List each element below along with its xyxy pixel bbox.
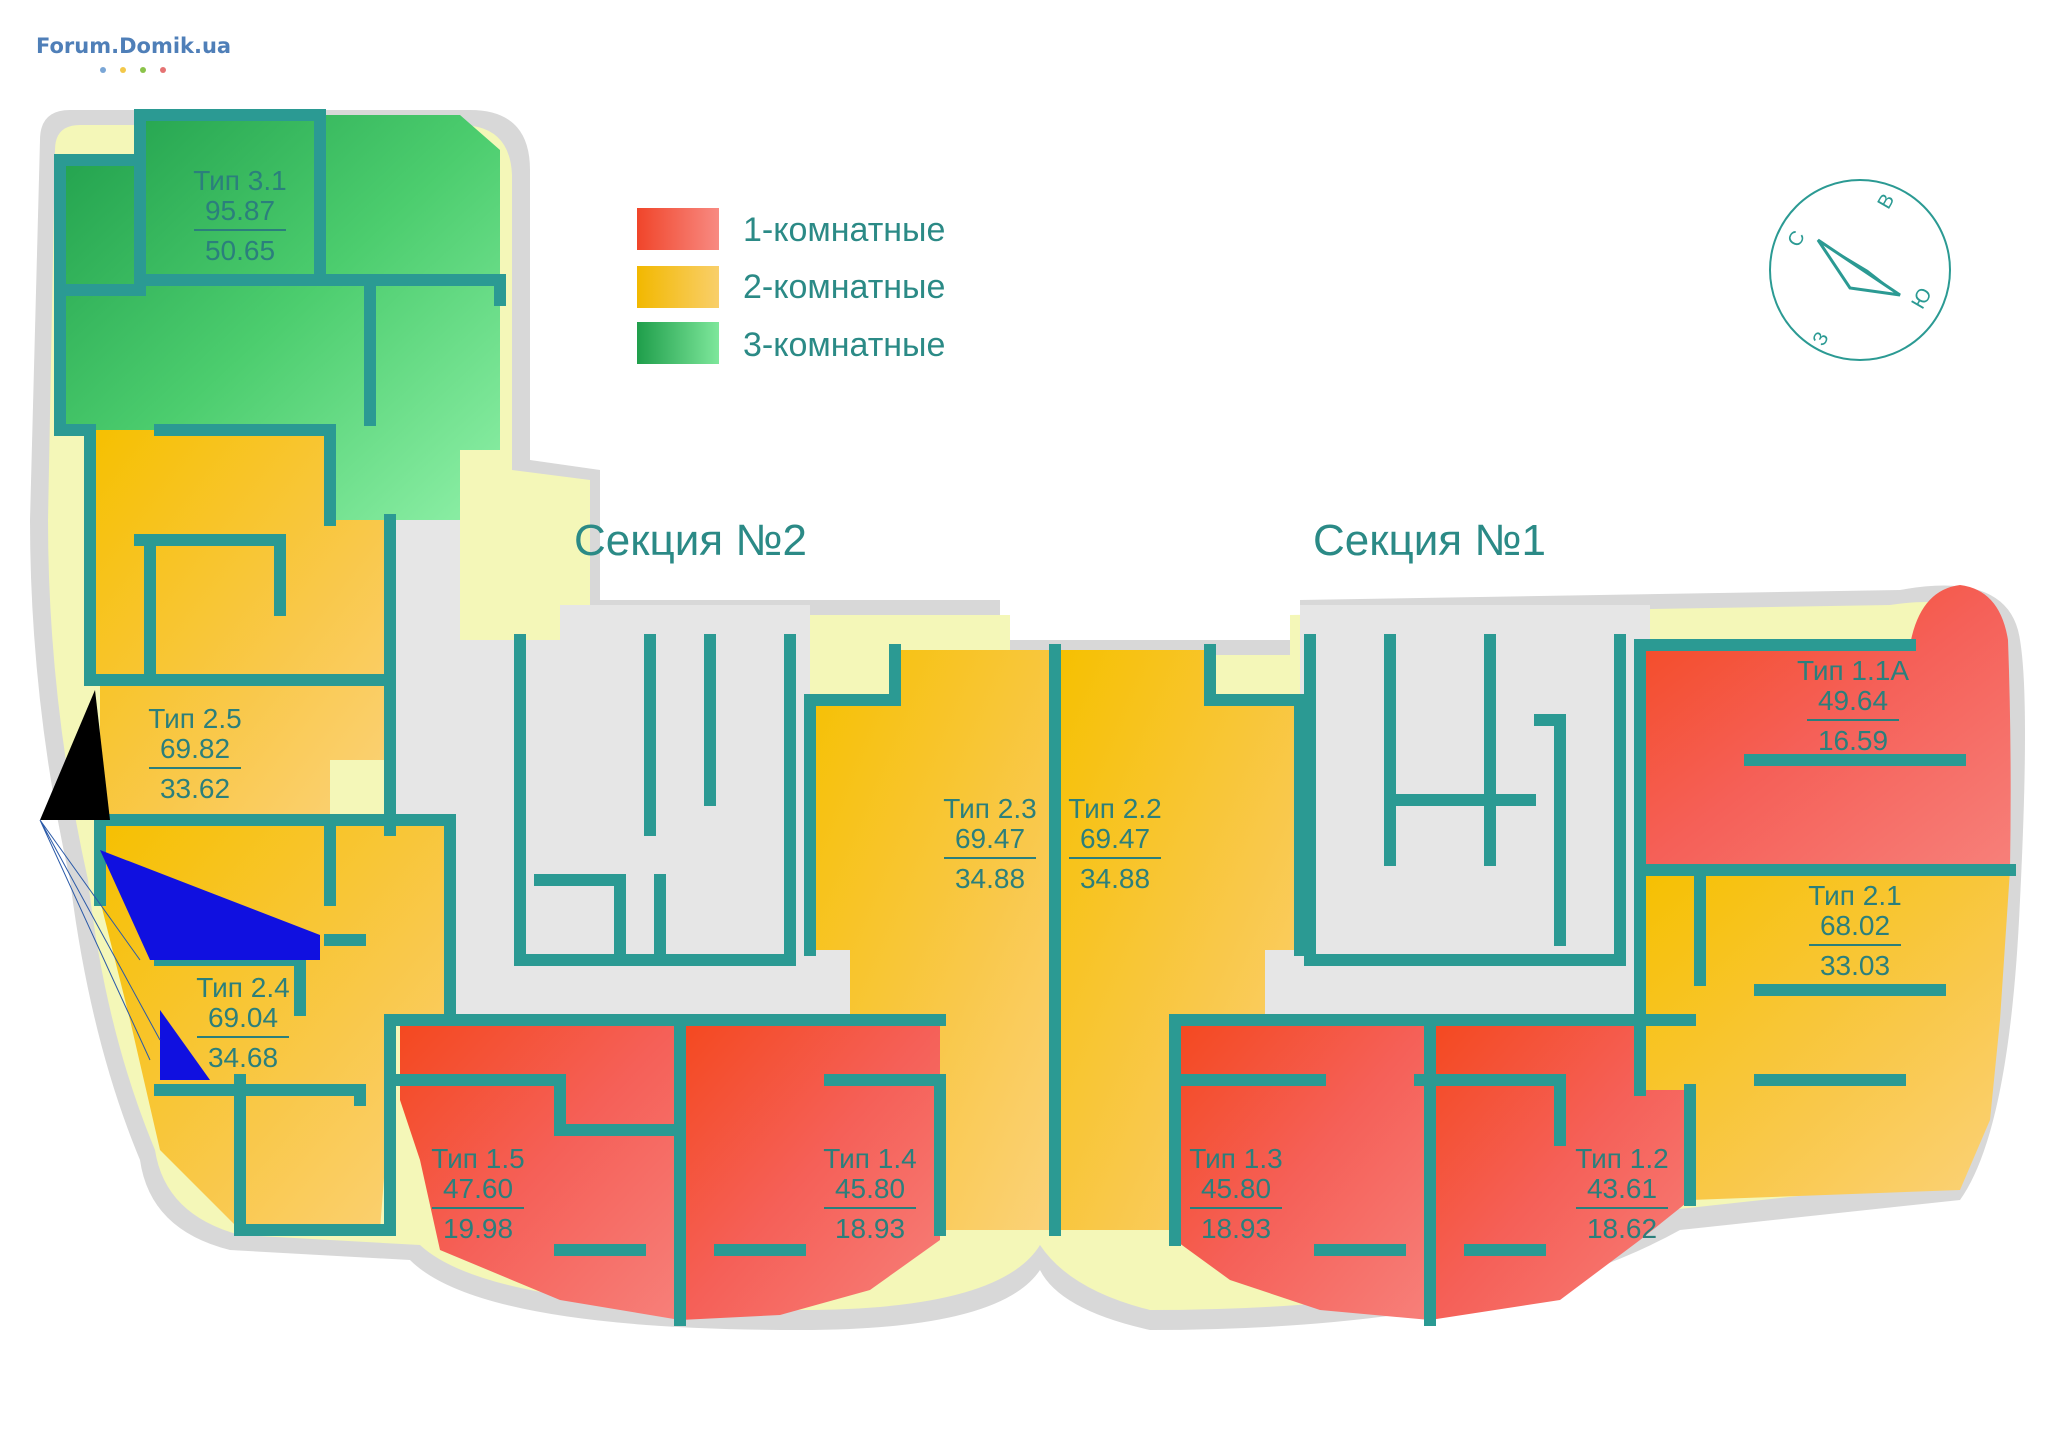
- apartment-living-area: 34.68: [208, 1042, 278, 1073]
- apartment-label-t12: Тип 1.243.61 18.62: [1575, 1143, 1668, 1244]
- section-2-title: Секция №2: [574, 516, 807, 565]
- apartment-area-2-2[interactable]: [1055, 650, 1300, 1230]
- legend: 1-комнатные 2-комнатные 3-комнатные: [637, 208, 945, 364]
- apartment-area-2-5[interactable]: [90, 430, 390, 820]
- apartment-living-area: 19.98: [443, 1213, 513, 1244]
- apartment-area-2-1[interactable]: [1640, 870, 2010, 1200]
- apartment-label-t22: Тип 2.269.47 34.88: [1068, 793, 1161, 894]
- apartment-living-area: 34.88: [1080, 863, 1150, 894]
- walls-layer: [54, 109, 2016, 1326]
- apartment-living-area: 34.88: [955, 863, 1025, 894]
- apartment-living-area: 33.03: [1820, 950, 1890, 981]
- apartment-area-3-1[interactable]: [60, 115, 500, 520]
- apartment-label-t25: Тип 2.569.82 33.62: [148, 703, 241, 804]
- legend-label-3-room: 3-комнатные: [743, 326, 945, 364]
- apartment-total-area: 43.61: [1587, 1173, 1657, 1204]
- apartment-type: Тип 2.3: [943, 793, 1036, 824]
- apartment-type: Тип 2.4: [196, 972, 289, 1003]
- apartment-total-area: 45.80: [835, 1173, 905, 1204]
- legend-swatch-3-room: [637, 322, 719, 364]
- apartment-label-t14: Тип 1.445.80 18.93: [823, 1143, 916, 1244]
- apartment-type: Тип 3.1: [193, 165, 286, 196]
- apartment-total-area: 49.64: [1818, 685, 1888, 716]
- apartment-living-area: 18.93: [1201, 1213, 1271, 1244]
- apartment-living-area: 50.65: [205, 235, 275, 266]
- apartment-area-1-1a[interactable]: [1640, 585, 2011, 870]
- apartment-total-area: 45.80: [1201, 1173, 1271, 1204]
- corridor-section-2: [390, 520, 850, 1020]
- apartment-total-area: 69.47: [955, 823, 1025, 854]
- apartment-type: Тип 1.2: [1575, 1143, 1668, 1174]
- apartment-label-t24: Тип 2.469.04 34.68: [196, 972, 289, 1073]
- apartment-label-t15: Тип 1.547.60 19.98: [431, 1143, 524, 1244]
- apartment-type: Тип 1.3: [1189, 1143, 1282, 1174]
- apartment-living-area: 18.62: [1587, 1213, 1657, 1244]
- apartment-label-t21: Тип 2.168.02 33.03: [1808, 880, 1901, 981]
- apartment-type: Тип 2.2: [1068, 793, 1161, 824]
- apartments-layer: [60, 115, 2011, 1320]
- apartment-type: Тип 1.5: [431, 1143, 524, 1174]
- apartment-total-area: 69.82: [160, 733, 230, 764]
- section-1-title: Секция №1: [1313, 516, 1546, 565]
- apartment-label-t23: Тип 2.369.47 34.88: [943, 793, 1036, 894]
- apartment-type: Тип 1.1А: [1797, 655, 1909, 686]
- apartment-area-2-3[interactable]: [810, 650, 1055, 1230]
- apartment-living-area: 16.59: [1818, 725, 1888, 756]
- watermark-dots: [100, 60, 180, 78]
- legend-label-2-room: 2-комнатные: [743, 268, 945, 306]
- legend-swatch-2-room: [637, 266, 719, 308]
- legend-label-1-room: 1-комнатные: [743, 211, 945, 249]
- apartment-living-area: 18.93: [835, 1213, 905, 1244]
- apartment-total-area: 95.87: [205, 195, 275, 226]
- apartment-total-area: 69.47: [1080, 823, 1150, 854]
- apartment-total-area: 69.04: [208, 1002, 278, 1033]
- legend-swatch-1-room: [637, 208, 719, 250]
- corridor-section-1: [1265, 605, 1650, 1020]
- apartment-total-area: 68.02: [1820, 910, 1890, 941]
- apartment-total-area: 47.60: [443, 1173, 513, 1204]
- compass-south: Ю: [1907, 284, 1936, 313]
- compass-east: В: [1873, 190, 1899, 213]
- apartment-label-t31: Тип 3.195.87 50.65: [193, 165, 286, 266]
- apartment-type: Тип 2.1: [1808, 880, 1901, 911]
- compass-north: С: [1783, 227, 1809, 251]
- compass: С В Ю З: [1769, 179, 1951, 361]
- apartment-type: Тип 1.4: [823, 1143, 916, 1174]
- watermark: Forum.Domik.ua: [36, 34, 232, 58]
- apartment-label-t13: Тип 1.345.80 18.93: [1189, 1143, 1282, 1244]
- marker-triangles: [39, 690, 320, 1080]
- apartment-living-area: 33.62: [160, 773, 230, 804]
- apartment-type: Тип 2.5: [148, 703, 241, 734]
